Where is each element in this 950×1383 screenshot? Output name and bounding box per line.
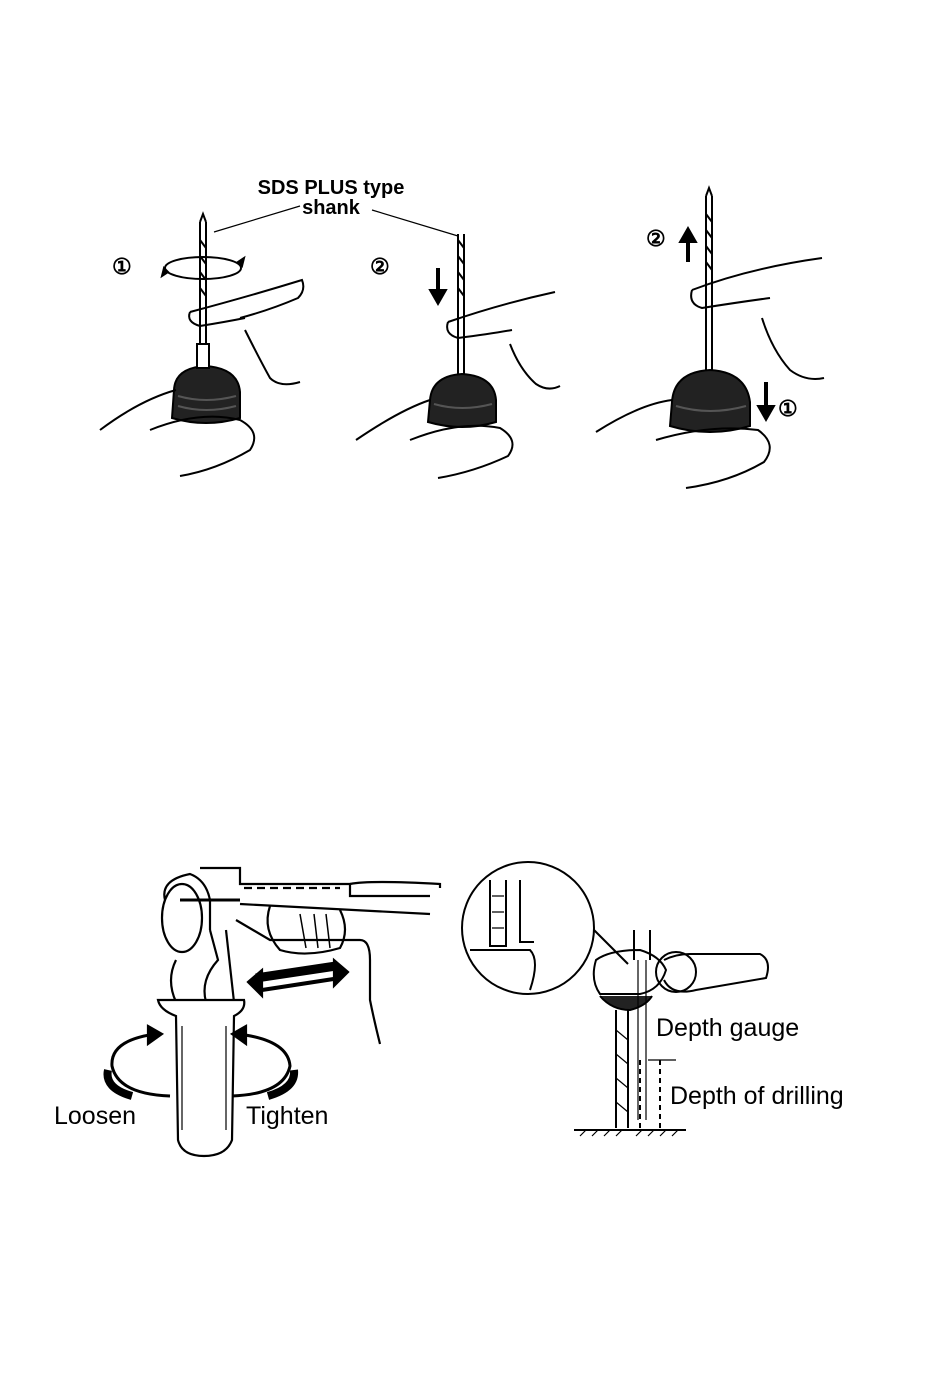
chuck-sleeve: [670, 370, 750, 432]
detail-magnifier: [462, 862, 594, 994]
up-arrow-icon: [680, 228, 696, 262]
curved-arrow-icon: [232, 1026, 294, 1096]
step-rotate-number: ①: [112, 256, 132, 278]
shank-callout-line2: shank: [246, 198, 416, 218]
step-remove-bit-number: ②: [646, 228, 666, 250]
panel-remove-bit: [596, 188, 824, 488]
down-arrow-icon: [758, 382, 774, 420]
side-handle: [158, 1000, 244, 1156]
curved-arrow-icon: [108, 1026, 171, 1096]
depth-gauge-label: Depth gauge: [656, 1016, 799, 1041]
depth-of-drilling-label: Depth of drilling: [670, 1084, 844, 1109]
drill-bit: [200, 214, 206, 360]
shank-callout-line1: SDS PLUS type: [246, 178, 416, 198]
step-push-number: ②: [370, 256, 390, 278]
chuck-sleeve: [428, 374, 496, 427]
drill-bit: [458, 234, 464, 380]
step-remove-sleeve-number: ①: [778, 398, 798, 420]
handle-clamp: [162, 874, 234, 1002]
shank-callout: SDS PLUS type shank: [246, 178, 416, 218]
ground-surface: [574, 1130, 686, 1136]
loosen-label: Loosen: [54, 1104, 136, 1129]
tighten-label: Tighten: [246, 1104, 328, 1129]
drill-bit: [706, 188, 712, 370]
double-arrow-icon: [248, 960, 348, 996]
down-arrow-icon: [430, 268, 446, 304]
chuck-sleeve: [172, 344, 240, 423]
